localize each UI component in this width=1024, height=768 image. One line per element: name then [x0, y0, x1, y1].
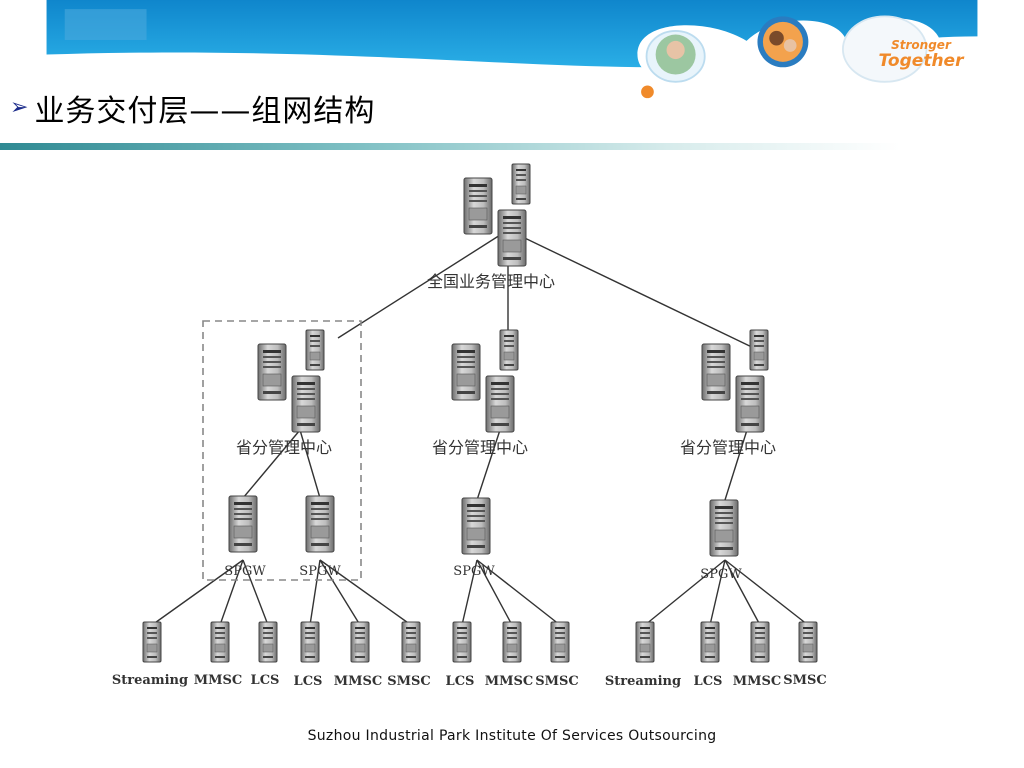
service-label: SMSC	[783, 673, 827, 688]
slogan-line-2: Together	[878, 51, 964, 71]
spgw-2-label: SPGW	[299, 564, 341, 579]
service-label: SMSC	[535, 674, 579, 689]
provincial-center-3-servers	[702, 330, 768, 432]
spgw-1-label: SPGW	[224, 564, 266, 579]
slide-title: ➢ 业务交付层——组网结构	[10, 88, 376, 129]
spgw-2-server	[305, 495, 335, 553]
provincial-center-2-label: 省分管理中心	[432, 438, 528, 457]
network-topology-diagram: 全国业务管理中心 省分管理中心 省分管理中心 省分管理中心 SPGW SPGW …	[112, 0, 827, 689]
service-label: MMSC	[194, 673, 243, 688]
header-banner	[46, 0, 978, 99]
connection-lines	[151, 229, 809, 626]
service-servers	[142, 621, 818, 663]
service-label: LCS	[294, 674, 323, 689]
slide-title-text: 业务交付层——组网结构	[34, 94, 376, 129]
provincial-center-2-servers	[452, 330, 518, 432]
provincial-center-3-label: 省分管理中心	[680, 438, 776, 457]
provincial-center-1-label: 省分管理中心	[236, 438, 332, 457]
footer-institute: Suzhou Industrial Park Institute Of Serv…	[307, 728, 717, 744]
service-label: LCS	[251, 673, 280, 688]
service-label: LCS	[446, 674, 475, 689]
service-label: Streaming	[112, 673, 188, 688]
service-label: Streaming	[605, 674, 681, 689]
national-center-label: 全国业务管理中心	[427, 272, 555, 291]
slogan-line-1: Stronger	[891, 38, 951, 52]
slogan-logo: Stronger Together	[876, 38, 966, 70]
bullet-arrow-icon: ➢	[10, 95, 29, 120]
service-label: MMSC	[334, 674, 383, 689]
spgw-1-server	[228, 495, 258, 553]
service-label: MMSC	[733, 674, 782, 689]
service-label: LCS	[694, 674, 723, 689]
spgw-4-label: SPGW	[700, 567, 742, 582]
service-label: SMSC	[387, 674, 431, 689]
spgw-4-server	[709, 499, 739, 557]
provincial-center-1-servers	[258, 330, 324, 432]
spgw-3-label: SPGW	[453, 564, 495, 579]
spgw-3-server	[461, 497, 491, 555]
service-label: MMSC	[485, 674, 534, 689]
province-boundary-box	[202, 320, 362, 581]
national-center-servers	[464, 164, 530, 266]
title-underline	[0, 143, 900, 150]
